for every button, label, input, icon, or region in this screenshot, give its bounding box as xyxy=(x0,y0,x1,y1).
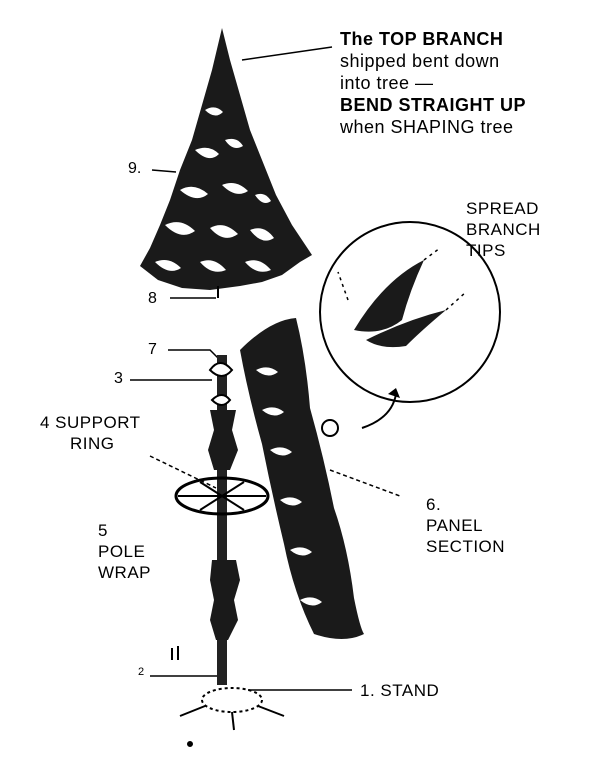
top-branch-line-4: BEND STRAIGHT UP xyxy=(340,95,527,115)
pole-wrap-label: 5 POLE WRAP xyxy=(98,520,151,583)
part-number-3: 3 xyxy=(114,370,123,387)
spread-branch-tips-label: SPREAD BRANCH TIPS xyxy=(466,198,541,261)
top-branch-line-3: into tree — xyxy=(340,73,434,93)
support-ring-label: 4 SUPPORT RING xyxy=(40,412,141,454)
stand-label: 1. STAND xyxy=(360,681,440,700)
pole-wrap-line-2: POLE xyxy=(98,542,146,561)
treetop-section xyxy=(140,28,312,298)
pole-wrap-line-3: WRAP xyxy=(98,563,151,582)
top-branch-line-2: shipped bent down xyxy=(340,51,500,71)
support-ring xyxy=(174,476,270,516)
leader-lines xyxy=(130,46,401,691)
support-ring-line-2: RING xyxy=(70,434,115,453)
part-number-8: 8 xyxy=(148,290,157,307)
top-branch-line-1: The TOP BRANCH xyxy=(340,29,504,49)
panel-section-line-2: PANEL xyxy=(426,516,483,535)
stand xyxy=(171,646,285,747)
spread-tips-line-3: TIPS xyxy=(466,241,506,260)
treetop-foliage xyxy=(140,28,312,290)
panel-section xyxy=(240,318,364,639)
spread-tips-line-1: SPREAD xyxy=(466,199,539,218)
panel-section-line-3: SECTION xyxy=(426,537,506,556)
treetop-branch-highlights xyxy=(155,107,274,272)
part-number-2: 2 xyxy=(138,666,145,678)
spread-tips-line-2: BRANCH xyxy=(466,220,541,239)
part-number-9: 9. xyxy=(128,160,142,177)
branch-tips-detail xyxy=(319,221,501,429)
support-ring-line-1: 4 SUPPORT xyxy=(40,413,141,432)
part-number-7: 7 xyxy=(148,341,157,358)
top-branch-line-5: when SHAPING tree xyxy=(340,117,514,137)
center-pole xyxy=(208,355,240,685)
top-branch-note: The TOP BRANCH shipped bent down into tr… xyxy=(340,28,526,138)
panel-section-label: 6. PANEL SECTION xyxy=(426,494,505,557)
pole-wrap-line-1: 5 xyxy=(98,521,108,540)
panel-section-line-1: 6. xyxy=(426,495,442,514)
